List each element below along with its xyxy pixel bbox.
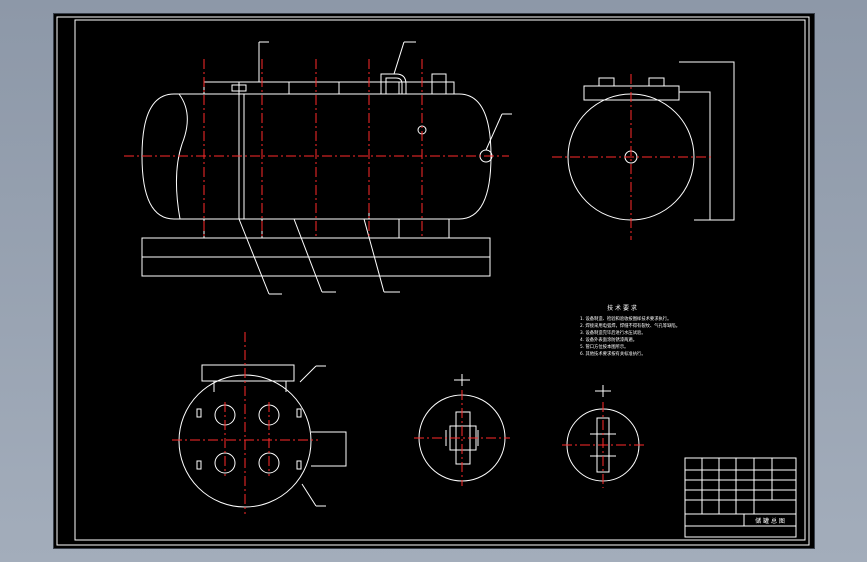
drawing-sheet: 技 术 要 求 1. 设备制造、检验和验收按图样技术要求执行。 2. 焊接采用电… [54, 14, 814, 548]
tech-req-item-3: 3. 设备制造完毕后进行水压试验。 [580, 329, 646, 336]
inner-frame [74, 19, 806, 541]
outer-frame [56, 16, 810, 546]
tech-req-item-2: 2. 焊接采用电弧焊，焊缝不得有裂纹、气孔等缺陷。 [580, 322, 680, 329]
tech-req-item-5: 5. 管口方位按本图所示。 [580, 343, 628, 350]
tech-req-title: 技 术 要 求 [607, 304, 637, 312]
nozzle-layout-view [172, 332, 347, 514]
title-block: 储 罐 总 图 [684, 457, 797, 538]
tank-elevation-view [124, 41, 512, 295]
tech-req-item-6: 6. 其他技术要求按有关标准执行。 [580, 350, 646, 357]
section-view-2 [562, 385, 644, 488]
technical-requirements: 技 术 要 求 1. 设备制造、检验和验收按图样技术要求执行。 2. 焊接采用电… [580, 304, 680, 357]
drawing-name: 储 罐 总 图 [755, 517, 785, 525]
tech-req-item-4: 4. 设备外表面涂防锈漆两遍。 [580, 336, 637, 343]
section-view-1 [414, 374, 510, 486]
tank-end-view [552, 61, 735, 240]
engineering-drawing: 技 术 要 求 1. 设备制造、检验和验收按图样技术要求执行。 2. 焊接采用电… [56, 16, 810, 546]
tech-req-item-1: 1. 设备制造、检验和验收按图样技术要求执行。 [580, 315, 671, 322]
